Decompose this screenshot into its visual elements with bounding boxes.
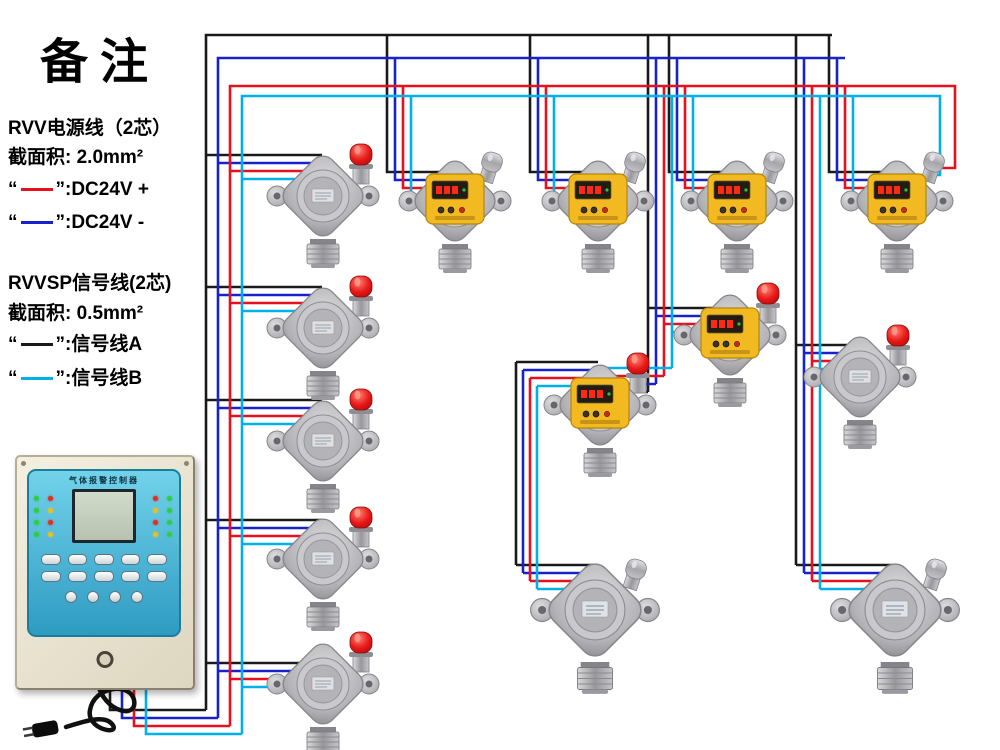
led-icon	[34, 507, 39, 513]
quote-open: “	[8, 367, 18, 389]
keypad-button[interactable]	[147, 571, 167, 582]
controller-label: 气体报警控制器	[69, 476, 139, 485]
page-title: 备注	[40, 34, 161, 90]
legend-item-dc24v-minus: “ ”:DC24V -	[8, 206, 238, 239]
quote-close: ”	[55, 212, 66, 234]
gas-detector-top-1	[399, 150, 511, 273]
legend-item-signal-a: “ ”:信号线A	[8, 328, 238, 361]
screw-icon	[184, 461, 189, 466]
power-plug-icon	[22, 720, 59, 738]
keypad-button[interactable]	[147, 554, 167, 565]
detectors-layer	[267, 144, 959, 750]
led-icon	[153, 531, 158, 537]
led-icon	[34, 531, 39, 537]
led-icon	[34, 519, 39, 525]
cyan-wire-swatch	[20, 376, 53, 380]
controller-function-buttons	[34, 591, 174, 603]
keypad-button[interactable]	[41, 554, 61, 565]
keypad-button[interactable]	[94, 571, 114, 582]
quote-open: “	[8, 212, 18, 234]
legend-item-dc24v-plus: “ ”:DC24V +	[8, 173, 238, 206]
keypad-button[interactable]	[67, 554, 88, 565]
quote-close: ”	[55, 178, 66, 200]
power-cord	[22, 681, 137, 738]
led-icon	[48, 495, 53, 501]
led-icon	[34, 495, 39, 501]
led-icon	[153, 495, 158, 501]
led-icon	[48, 507, 53, 513]
controller-led-indicators-left	[34, 495, 55, 537]
gas-detector-bottom-left	[531, 557, 660, 694]
quote-close: ”	[55, 334, 66, 356]
function-button[interactable]	[65, 591, 77, 603]
led-icon	[167, 507, 172, 513]
gas-detector-left-5	[267, 632, 379, 750]
keypad-button[interactable]	[120, 554, 141, 565]
function-button[interactable]	[87, 591, 99, 603]
led-icon	[167, 519, 172, 525]
power-cable-area: 截面积: 2.0mm²	[8, 147, 144, 169]
controller-lcd-screen	[72, 489, 136, 543]
keypad-button[interactable]	[94, 554, 114, 565]
led-icon	[48, 531, 53, 537]
controller-keypad	[34, 554, 174, 582]
keypad-button[interactable]	[67, 571, 88, 582]
quote-open: “	[8, 334, 18, 356]
led-icon	[167, 495, 172, 501]
function-button[interactable]	[131, 591, 143, 603]
controller-lock	[96, 651, 114, 668]
led-icon	[153, 507, 158, 513]
signal-cable-title: RVVSP信号线(2芯)	[8, 273, 172, 295]
led-icon	[153, 519, 158, 525]
dc24v-plus-label: :DC24V +	[65, 178, 149, 200]
legend-power-section: RVV电源线（2芯） 截面积: 2.0mm² “”:DC24V + “”:DC2…	[8, 114, 238, 239]
power-cable-title: RVV电源线（2芯）	[8, 118, 172, 139]
keypad-button[interactable]	[41, 571, 61, 582]
gas-detector-mid-left	[544, 353, 656, 477]
dc24v-minus-label: :DC24V -	[65, 212, 145, 234]
gas-detector-top-4	[841, 150, 953, 273]
signal-cable-area: 截面积: 0.5mm²	[8, 302, 144, 324]
function-button[interactable]	[109, 591, 121, 603]
keypad-button[interactable]	[120, 571, 141, 582]
gas-detector-top-2	[542, 150, 654, 273]
quote-close: ”	[55, 367, 66, 389]
signal-b-label: :信号线B	[65, 367, 143, 389]
controller-led-indicators-right	[153, 495, 174, 537]
legend-item-signal-b: “ ”:信号线B	[8, 362, 238, 395]
gas-alarm-controller: 气体报警控制器	[15, 455, 195, 690]
led-icon	[48, 519, 53, 525]
screw-icon	[21, 461, 26, 466]
legend: 备注 RVV电源线（2芯） 截面积: 2.0mm² “”:DC24V + “”:…	[8, 22, 238, 425]
gas-detector-bottom-right	[831, 557, 960, 694]
controller-display-row	[34, 489, 174, 543]
gas-detector-left-4	[267, 507, 379, 631]
blue-wire-swatch	[20, 221, 53, 225]
controller-front-panel: 气体报警控制器	[27, 469, 181, 637]
legend-signal-section: RVVSP信号线(2芯) 截面积: 0.5mm² “”:信号线A “”:信号线B	[8, 269, 238, 394]
signal-a-label: :信号线A	[65, 334, 143, 356]
gas-detector-mid-center	[674, 283, 786, 407]
led-icon	[167, 531, 172, 537]
quote-open: “	[8, 178, 18, 200]
gas-detector-top-3	[681, 150, 793, 273]
red-wire-swatch	[20, 188, 53, 191]
black-wire-swatch	[20, 343, 53, 347]
